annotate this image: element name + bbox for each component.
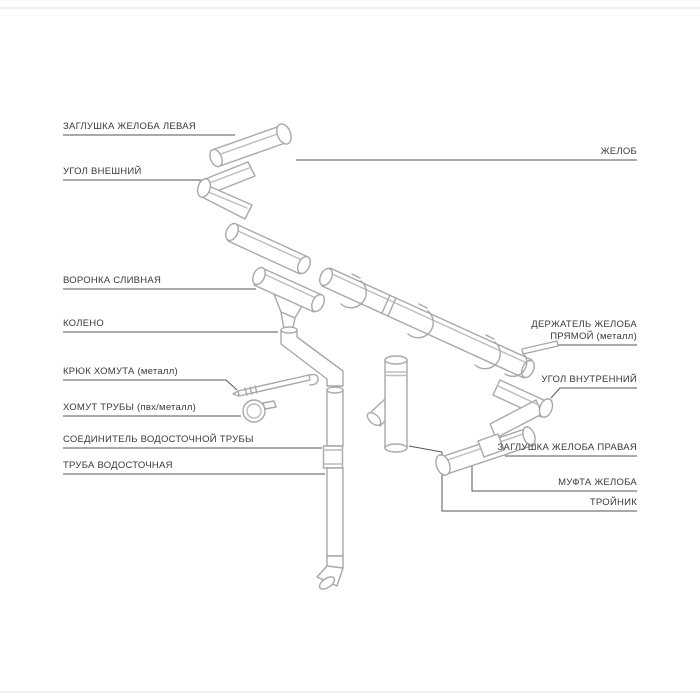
label-downpipe: ТРУБА ВОДОСТОЧНАЯ [63,460,173,471]
label-gutter-coupling: МУФТА ЖЕЛОБА [558,477,637,488]
leader-clamp-hook [63,379,238,391]
label-inner-corner: УГОЛ ВНУТРЕННИЙ [541,374,637,385]
label-tee: ТРОЙНИК [589,497,637,508]
label-gutter-end-cap-left: ЗАГЛУШКА ЖЕЛОБА ЛЕВАЯ [63,121,196,132]
part-gutter-section-upper [225,222,311,275]
label-gutter: ЖЕЛОБ [600,146,637,157]
part-inner-corner [489,379,554,439]
part-pipe-clamp [242,399,277,423]
leader-gutter-coupling [471,460,637,492]
part-outer-corner [196,161,256,220]
part-gutter-main [319,267,535,379]
label-outer-corner: УГОЛ ВНЕШНИЙ [63,166,142,177]
part-gutter-coupling-mark [381,294,391,314]
label-elbow: КОЛЕНО [63,318,105,329]
label-gutter-holder-straight-metal: ДЕРЖАТЕЛЬ ЖЕЛОБА ПРЯМОЙ (металл) [531,319,637,342]
part-clamp-hook-metal [232,373,319,397]
label-pipe-clamp: ХОМУТ ТРУБЫ (пвх/металл) [63,402,197,413]
part-drain-funnel [252,266,325,335]
label-gutter-end-cap-right: ЗАГЛУШКА ЖЕЛОБА ПРАВАЯ [497,442,637,453]
label-downpipe-connector: СОЕДИНИТЕЛЬ ВОДОСТОЧНОЙ ТРУБЫ [63,434,254,445]
part-gutter-end-cap-left [209,123,292,168]
part-gutter-coupling-mark [387,297,397,317]
part-downpipe [316,386,344,590]
part-gutter-holder-straight-metal [504,340,559,378]
part-gutter-end-cap-right [435,426,536,476]
leader-lines [63,134,637,512]
label-drain-funnel: ВОРОНКА СЛИВНАЯ [63,275,162,286]
artwork [196,123,559,590]
label-clamp-hook-metal: КРЮК ХОМУТА (металл) [63,366,178,377]
part-tee [366,355,408,453]
part-elbow [280,326,344,387]
leader-tee [408,445,637,512]
part-gutter-holders [340,273,501,370]
part-gutter-coupling [477,433,505,458]
leader-inner-corner [550,387,637,399]
